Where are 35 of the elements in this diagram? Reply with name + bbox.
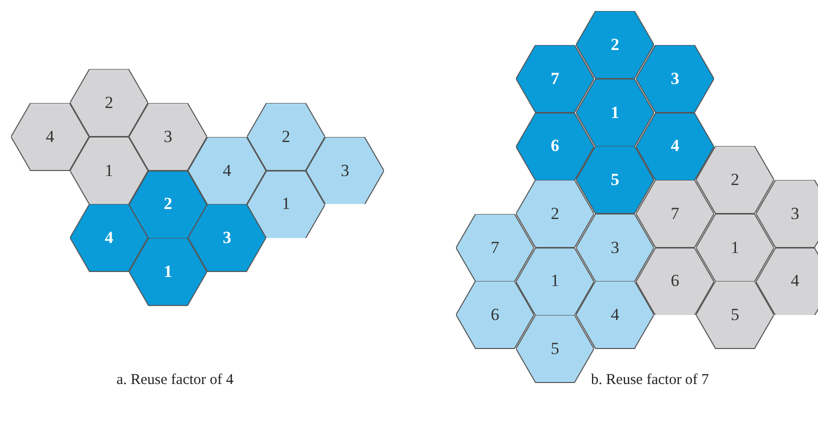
cell-number: 3 xyxy=(790,204,800,224)
cell-number: 4 xyxy=(670,136,680,156)
cell-number: 1 xyxy=(610,102,620,123)
cell-number: 2 xyxy=(104,92,114,113)
cell-number: 2 xyxy=(730,170,740,190)
cell-number: 1 xyxy=(730,238,740,258)
cell-number: 7 xyxy=(490,238,500,258)
cell-number: 6 xyxy=(550,136,560,156)
cell-number: 5 xyxy=(610,170,620,190)
cell-number: 6 xyxy=(490,305,500,326)
figure-caption: a. Reuse factor of 4 xyxy=(116,372,234,389)
cell-number: 1 xyxy=(104,160,114,181)
cell-number: 3 xyxy=(610,238,620,258)
cell-number: 4 xyxy=(610,305,620,326)
cell-number: 2 xyxy=(610,34,620,55)
cell-number: 4 xyxy=(222,160,232,181)
cell-number: 4 xyxy=(104,228,114,248)
cell-number: 7 xyxy=(670,204,680,224)
cell-number: 4 xyxy=(44,126,56,147)
cell-number: 7 xyxy=(550,68,560,89)
cell-number: 1 xyxy=(550,271,560,292)
cell-number: 2 xyxy=(280,126,292,147)
figure-caption: b. Reuse factor of 7 xyxy=(591,372,709,389)
cell-number: 3 xyxy=(222,228,232,248)
cell-number: 1 xyxy=(280,194,292,214)
cell-number: 3 xyxy=(162,126,174,147)
cell-number: 4 xyxy=(790,271,800,292)
cell-number: 6 xyxy=(670,271,680,292)
cell-number: 3 xyxy=(340,160,350,181)
cell-number: 2 xyxy=(550,204,560,224)
cell-number: 5 xyxy=(550,338,560,359)
cell-number: 5 xyxy=(730,305,740,326)
cell-number: 2 xyxy=(162,194,174,214)
cell-number: 1 xyxy=(162,262,174,282)
cell-number: 3 xyxy=(670,68,680,89)
